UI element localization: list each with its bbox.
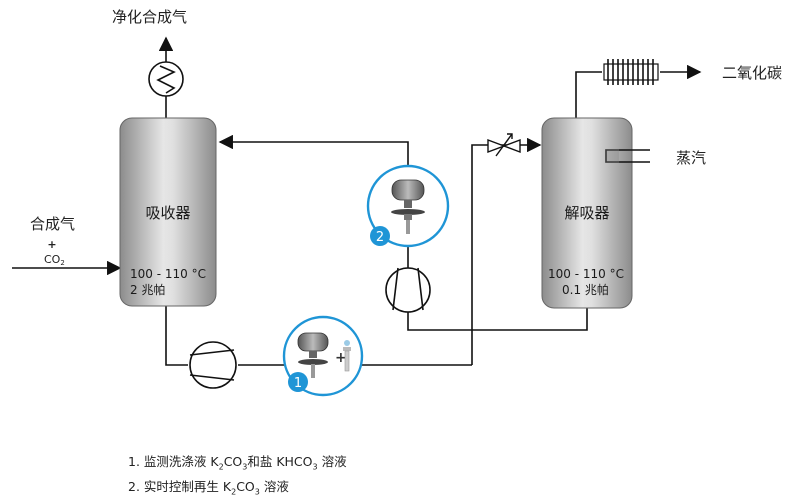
absorber-pressure: 2 兆帕 — [130, 282, 165, 297]
purified-syngas-label: 净化合成气 — [112, 8, 187, 26]
desorber-feed-pipe — [471, 137, 542, 365]
lower-pump — [189, 341, 237, 389]
desorber-top-pipe — [575, 71, 602, 118]
absorber-temp: 100 - 110 °C — [130, 267, 206, 281]
desorber-pressure: 0.1 兆帕 — [562, 282, 609, 297]
instrument-bubble-2: 2 — [366, 164, 450, 248]
valve — [487, 133, 521, 157]
absorber-name: 吸收器 — [145, 204, 190, 222]
badge-2: 2 — [376, 230, 384, 245]
heat-exchanger — [148, 61, 184, 97]
feed-co2: CO2 — [44, 253, 65, 267]
svg-text:+: + — [335, 350, 347, 366]
condenser — [603, 59, 659, 85]
desorber-bottom-pipe — [407, 307, 588, 331]
desorber-name: 解吸器 — [564, 204, 609, 222]
legend: 1. 监测洗涤液 K2CO3和盐 KHCO3 溶液 2. 实时控制再生 K2CO… — [128, 452, 347, 501]
legend-item-2: 2. 实时控制再生 K2CO3 溶液 — [128, 478, 289, 497]
transmitter-icon — [297, 332, 329, 378]
desorber-temp: 100 - 110 °C — [548, 267, 624, 281]
upper-pump — [385, 267, 431, 313]
feed-plus: + — [47, 238, 56, 251]
feed-label: 合成气 — [30, 215, 75, 233]
steam-coil — [605, 149, 650, 163]
transmitter-icon — [391, 179, 425, 234]
absorber-vessel — [119, 117, 217, 307]
legend-item-1: 1. 监测洗涤液 K2CO3和盐 KHCO3 溶液 — [128, 454, 347, 472]
desorber-vessel — [541, 117, 633, 309]
instrument-bubble-1: + 1 — [282, 315, 364, 397]
steam-label: 蒸汽 — [676, 149, 706, 167]
co2-output-label: 二氧化碳 — [722, 64, 782, 82]
badge-1: 1 — [294, 376, 302, 391]
sensor-probe-icon — [343, 340, 351, 372]
absorber-bottom-pipe — [165, 305, 188, 366]
